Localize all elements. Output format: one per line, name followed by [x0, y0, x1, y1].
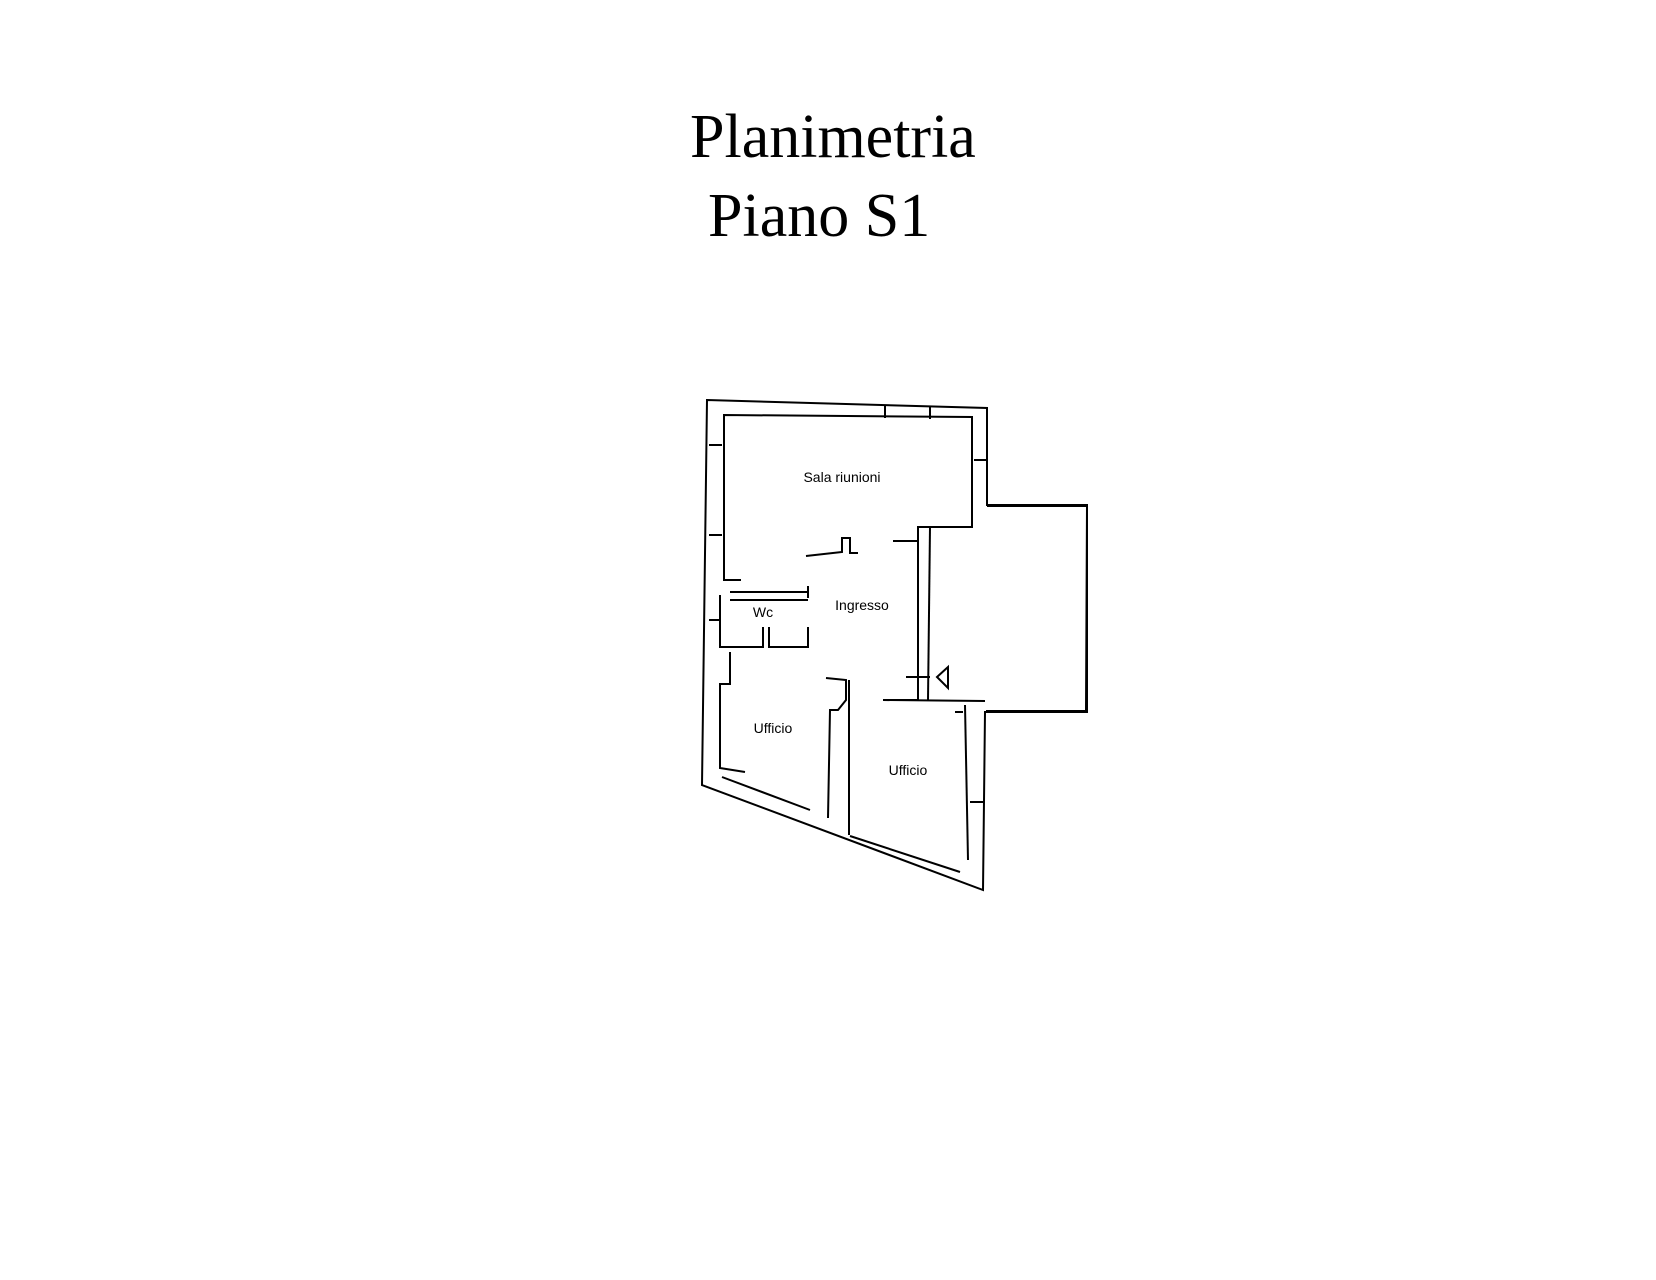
room-label-ufficio-left: Ufficio [754, 720, 793, 736]
balcony [986, 505, 1089, 712]
entrance-arrow-icon [935, 664, 949, 691]
room-label-ufficio-right: Ufficio [889, 762, 928, 778]
room-label-sala-riunioni: Sala riunioni [803, 469, 880, 485]
outer-walls [700, 398, 1088, 892]
inner-walls [709, 405, 987, 873]
room-label-ingresso: Ingresso [835, 597, 889, 613]
page-title: Planimetria [690, 103, 976, 171]
floor-subtitle: Piano S1 [708, 182, 931, 250]
room-label-wc: Wc [753, 604, 773, 620]
